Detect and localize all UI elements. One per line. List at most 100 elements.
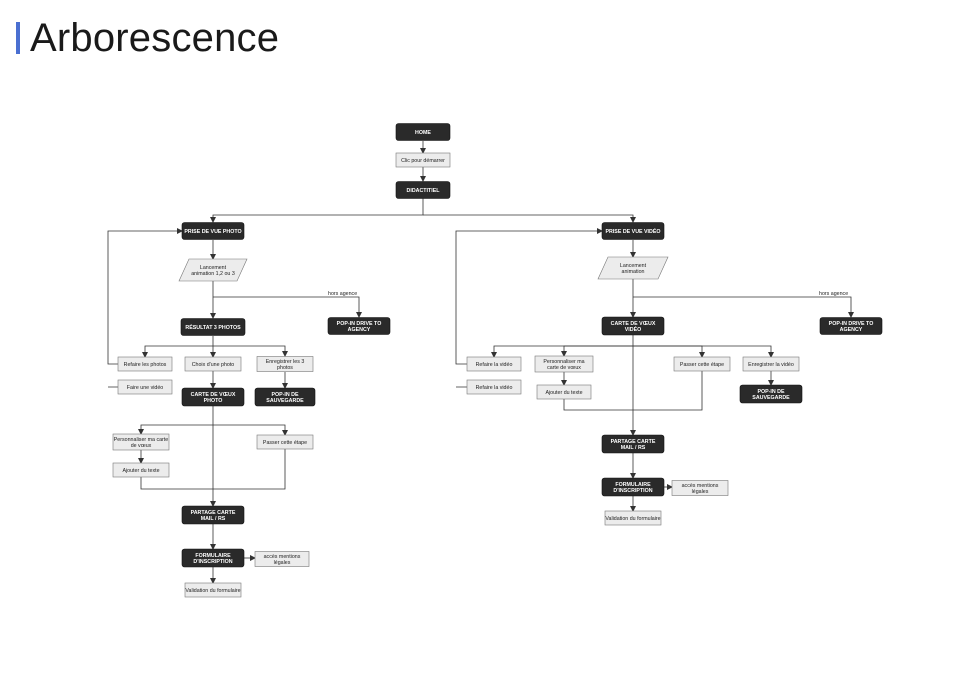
node-label: légales bbox=[274, 560, 291, 566]
connector-line bbox=[633, 345, 774, 358]
node-label: PARTAGE CARTE bbox=[191, 510, 236, 516]
node-label: Refaire la vidéo bbox=[476, 362, 513, 368]
node-label: Clic pour démarrer bbox=[401, 158, 445, 164]
node-label: Lancement bbox=[620, 263, 647, 269]
edge-label-hors-agence: hors agence bbox=[328, 291, 357, 297]
edge-label-hors-agence: hors agence bbox=[819, 291, 848, 297]
node-label: SAUVEGARDE bbox=[752, 395, 790, 401]
node-label: Passer cette étape bbox=[263, 440, 307, 446]
connector-line bbox=[563, 399, 633, 411]
node-choix-photo: Choix d'une photo bbox=[184, 356, 242, 372]
node-refaire-video: Refaire la vidéo bbox=[466, 356, 522, 372]
connector-line bbox=[107, 228, 183, 365]
node-label: POP-IN DE bbox=[757, 389, 785, 395]
node-label: PHOTO bbox=[204, 398, 223, 404]
node-faire-video: Faire une vidéo bbox=[117, 379, 173, 395]
node-label: carte de vœux bbox=[547, 365, 581, 371]
page-title: Arborescence bbox=[30, 16, 280, 60]
node-label: VIDÉO bbox=[625, 325, 641, 333]
node-label: SAUVEGARDE bbox=[266, 398, 304, 404]
node-label: photos bbox=[277, 365, 293, 371]
node-label: Validation du formulaire bbox=[605, 516, 660, 522]
node-label: Refaire les photos bbox=[124, 362, 167, 368]
node-label: accès mentions bbox=[264, 554, 301, 560]
node-refaire-photos: Refaire les photos bbox=[117, 356, 173, 372]
node-label: de vœux bbox=[131, 443, 152, 449]
node-passer-etape-photo: Passer cette étape bbox=[256, 434, 314, 450]
node-label: PRISE DE VUE VIDÉO bbox=[605, 227, 660, 235]
node-label: accès mentions bbox=[682, 483, 719, 489]
node-label: POP-IN DRIVE TO bbox=[829, 321, 874, 327]
node-label: HOME bbox=[415, 130, 431, 136]
node-clic: Clic pour démarrer bbox=[395, 152, 451, 168]
node-label: POP-IN DE bbox=[271, 392, 299, 398]
title-accent-bar bbox=[16, 22, 20, 54]
node-prise-video: PRISE DE VUE VIDÉO bbox=[601, 222, 665, 240]
connector-line bbox=[455, 228, 603, 365]
connector-line bbox=[423, 214, 636, 223]
connector-line bbox=[138, 424, 213, 435]
connector-line bbox=[561, 345, 633, 357]
node-label: légales bbox=[692, 489, 709, 495]
node-label: MAIL / RS bbox=[201, 516, 226, 522]
node-ajouter-texte-video: Ajouter du texte bbox=[536, 384, 592, 400]
node-label: PRISE DE VUE PHOTO bbox=[184, 229, 241, 235]
node-label: AGENCY bbox=[348, 327, 371, 333]
node-label: D'INSCRIPTION bbox=[613, 488, 652, 494]
node-label: Faire une vidéo bbox=[127, 385, 164, 391]
node-label: FORMULAIRE bbox=[615, 482, 651, 488]
connector-line bbox=[633, 296, 854, 318]
connector-line bbox=[633, 371, 703, 411]
node-label: Lancement bbox=[200, 265, 227, 271]
node-label: Enregistrer les 3 bbox=[266, 359, 305, 365]
node-label: MAIL / RS bbox=[621, 445, 646, 451]
node-label: Validation du formulaire bbox=[185, 588, 240, 594]
node-refaire-video-2: Refaire la vidéo bbox=[466, 379, 522, 395]
node-resultat-photos: RÉSULTAT 3 PHOTOS bbox=[180, 318, 246, 336]
node-prise-photo: PRISE DE VUE PHOTO bbox=[181, 222, 245, 240]
node-label: FORMULAIRE bbox=[195, 553, 231, 559]
node-label: Ajouter du texte bbox=[545, 390, 582, 396]
node-label: DIDACTITIEL bbox=[407, 188, 441, 194]
node-label: animation bbox=[622, 269, 645, 275]
node-label: D'INSCRIPTION bbox=[193, 559, 232, 565]
node-label: Personnaliser ma bbox=[543, 359, 584, 365]
node-label: Ajouter du texte bbox=[122, 468, 159, 474]
connector-line bbox=[213, 296, 362, 318]
node-didacticiel: DIDACTITIEL bbox=[395, 181, 451, 199]
node-ajouter-texte-photo: Ajouter du texte bbox=[112, 462, 170, 478]
node-label: Personnaliser ma carte bbox=[114, 437, 169, 443]
node-label: Passer cette étape bbox=[680, 362, 724, 368]
connector-line bbox=[142, 336, 214, 358]
node-label: POP-IN DRIVE TO bbox=[337, 321, 382, 327]
connector-line bbox=[213, 345, 288, 357]
node-label: CARTE DE VŒUX bbox=[191, 392, 236, 398]
node-validation-photo: Validation du formulaire bbox=[184, 582, 242, 598]
node-label: CARTE DE VŒUX bbox=[611, 321, 656, 327]
connector-line bbox=[213, 449, 286, 490]
connector-line bbox=[213, 424, 288, 436]
node-label: Choix d'une photo bbox=[192, 362, 235, 368]
node-validation-video: Validation du formulaire bbox=[604, 510, 662, 526]
node-label: PARTAGE CARTE bbox=[611, 439, 656, 445]
node-label: AGENCY bbox=[840, 327, 863, 333]
